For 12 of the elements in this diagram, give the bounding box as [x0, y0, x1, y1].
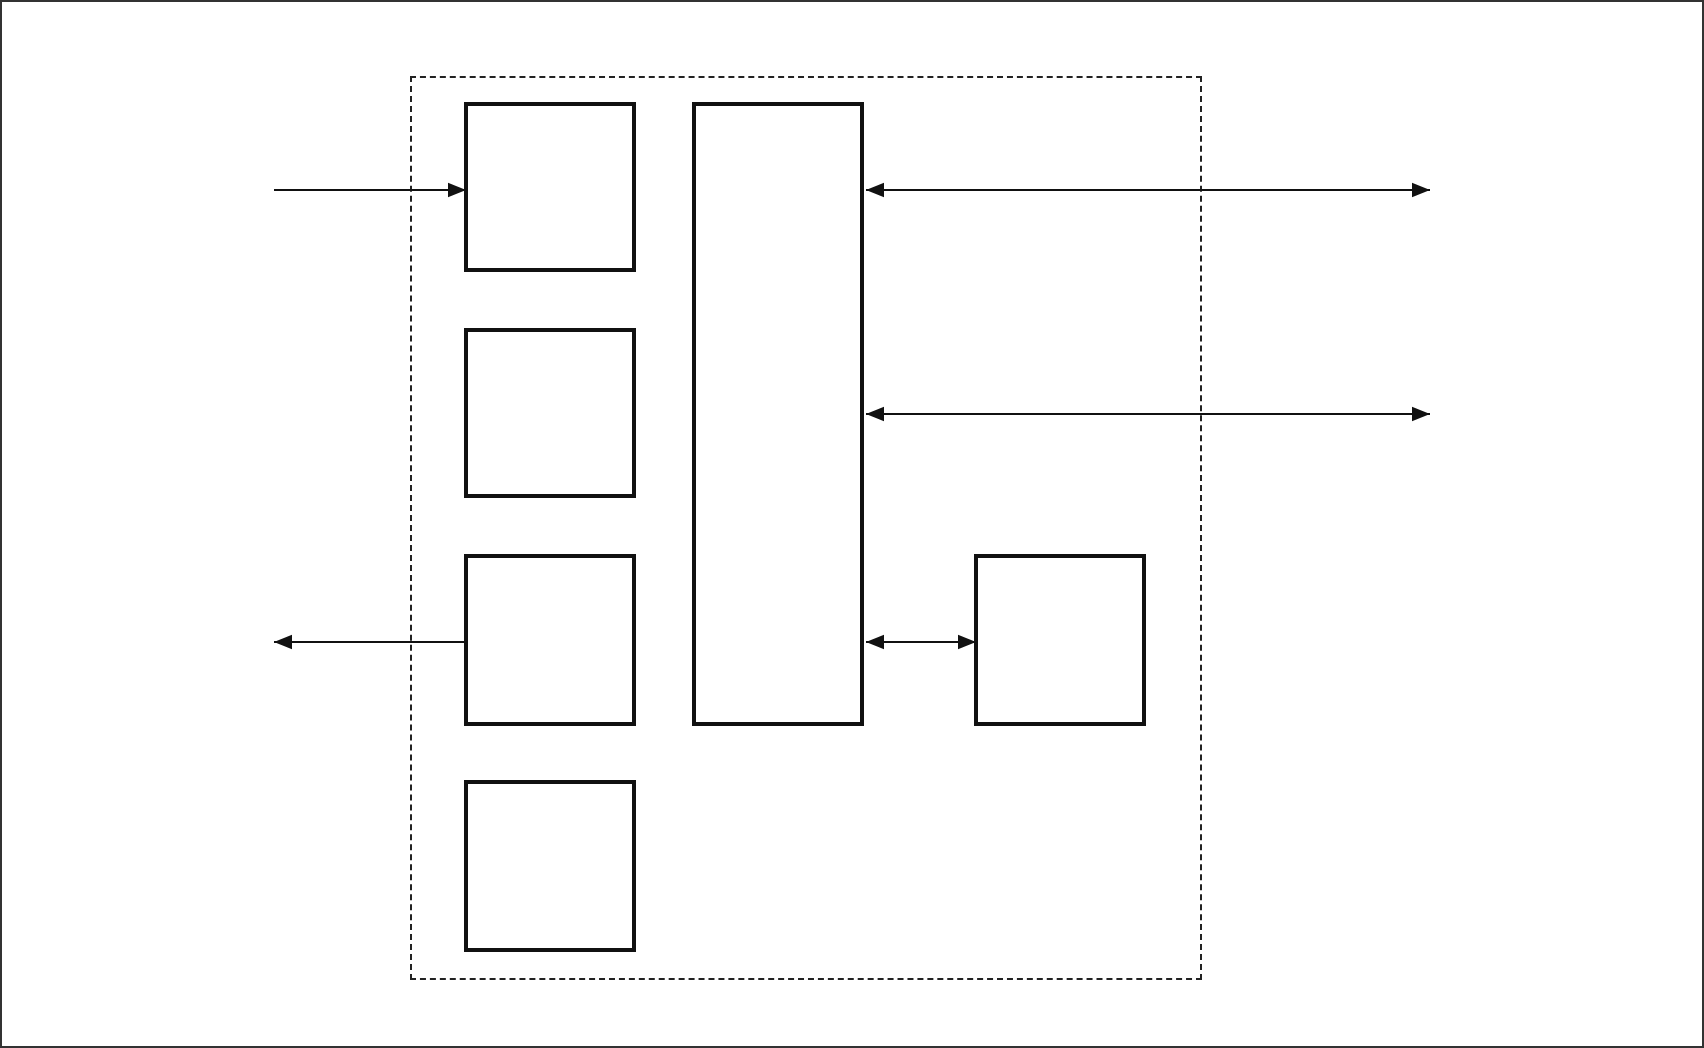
block-box	[464, 102, 636, 272]
block-box	[692, 102, 864, 726]
block-box	[464, 780, 636, 952]
arrow	[865, 182, 1431, 198]
arrow	[273, 634, 467, 650]
block-box	[974, 554, 1146, 726]
arrow	[273, 182, 467, 198]
arrow	[865, 406, 1431, 422]
arrow	[865, 634, 977, 650]
block-box	[464, 328, 636, 498]
dashed-boundary	[410, 76, 1202, 980]
block-box	[464, 554, 636, 726]
